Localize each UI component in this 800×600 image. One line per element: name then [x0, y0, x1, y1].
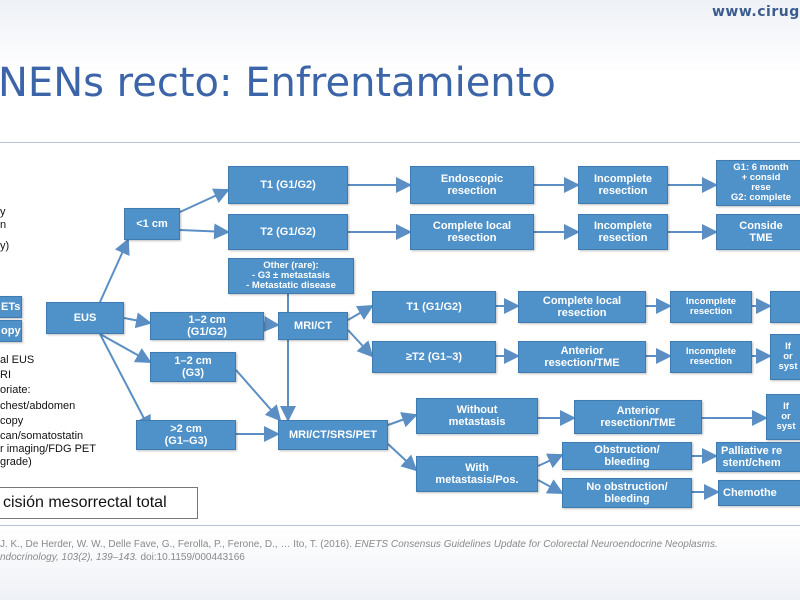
citation-journal: ndocrinology, 103(2), 139–143.: [0, 552, 138, 563]
box-lt1cm: <1 cm: [124, 208, 180, 240]
slide-title: NENs recto: Enfrentamiento: [0, 60, 556, 106]
left-fragment: n: [0, 219, 7, 231]
box-g1-followup: G1: 6 month + consid rese G2: complete: [716, 160, 800, 206]
box-mri-ct: MRI/CT: [278, 312, 348, 340]
box-anterior-resection-tme-b: Anterior resection/TME: [574, 400, 702, 434]
left-fragment: al EUS: [0, 354, 35, 366]
box-obstruction-bleeding: Obstruction/ bleeding: [562, 442, 692, 470]
box-with-metastasis: With metastasis/Pos.: [416, 456, 538, 492]
box-incomplete-resection-d: Incomplete resection: [670, 341, 752, 373]
box-fragment-r2: If or syst: [770, 334, 800, 380]
box-incomplete-resection-b: Incomplete resection: [578, 214, 668, 250]
box-eus: EUS: [46, 302, 124, 334]
box-chemotherapy: Chemothe: [718, 480, 800, 506]
box-gt2cm: >2 cm (G1–G3): [136, 420, 236, 450]
left-fragment: oriate:: [0, 384, 31, 396]
site-url: www.cirugi: [712, 4, 800, 20]
box-other-rare: Other (rare): - G3 ± metastasis - Metast…: [228, 258, 354, 294]
left-fragment: y): [0, 240, 10, 252]
box-complete-local-resection-b: Complete local resection: [518, 291, 646, 323]
box-1-2cm-g3: 1–2 cm (G3): [150, 352, 236, 382]
box-endoscopic-resection: Endoscopic resection: [410, 166, 534, 204]
box-palliative: Palliative re stent/chem: [716, 442, 800, 472]
box-fragment-r1: [770, 291, 800, 323]
box-ge-t2-g1-3: ≥T2 (G1–3): [372, 341, 496, 373]
box-anterior-resection-tme-a: Anterior resection/TME: [518, 341, 646, 373]
box-fragment-biopsy: opy: [0, 320, 22, 342]
box-fragment-r3: If or syst: [766, 394, 800, 440]
left-fragment: can/somatostatin: [0, 430, 84, 442]
citation-title: ENETS Consensus Guidelines Update for Co…: [354, 539, 718, 550]
box-consider-tme: Conside TME: [716, 214, 800, 250]
box-no-obstruction-bleeding: No obstruction/ bleeding: [562, 478, 692, 508]
box-incomplete-resection-a: Incomplete resection: [578, 166, 668, 204]
citation-authors: J. K., De Herder, W. W., Delle Fave, G.,…: [0, 539, 355, 550]
left-fragment: r imaging/FDG PET: [0, 443, 96, 455]
citation-doi: doi:10.1159/000443166: [137, 552, 245, 563]
box-mri-ct-srs-pet: MRI/CT/SRS/PET: [278, 420, 388, 450]
left-fragment: y: [0, 206, 6, 218]
box-t1-g1g2-a: T1 (G1/G2): [228, 166, 348, 204]
left-fragment: chest/abdomen: [0, 400, 76, 412]
box-t2-g1g2: T2 (G1/G2): [228, 214, 348, 250]
left-fragment: RI: [0, 369, 11, 381]
citation: J. K., De Herder, W. W., Delle Fave, G.,…: [0, 538, 718, 564]
box-complete-local-resection-a: Complete local resection: [410, 214, 534, 250]
legend-box: cisión mesorrectal total: [0, 487, 198, 519]
box-incomplete-resection-c: Incomplete resection: [670, 291, 752, 323]
box-1-2cm-g1g2: 1–2 cm (G1/G2): [150, 312, 264, 340]
box-fragment-nets: ETs: [0, 296, 22, 318]
box-t1-g1g2-b: T1 (G1/G2): [372, 291, 496, 323]
left-fragment: grade): [0, 456, 32, 468]
left-fragment: copy: [0, 415, 24, 427]
box-without-metastasis: Without metastasis: [416, 398, 538, 434]
